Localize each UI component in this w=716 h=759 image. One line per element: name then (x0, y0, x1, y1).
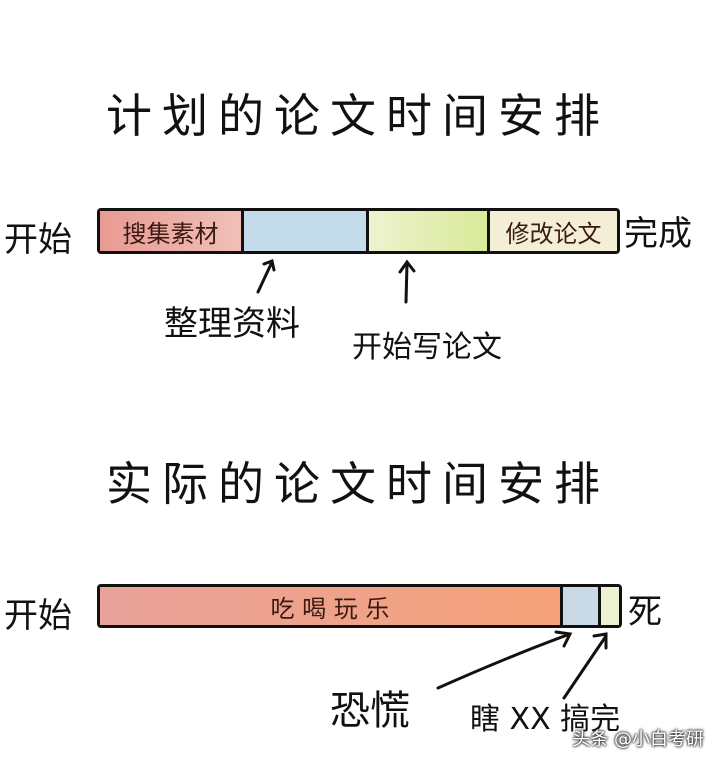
planned-annotation-write: 开始写论文 (352, 330, 502, 365)
planned-segment-write (366, 211, 487, 251)
planned-segment-revise: 修改论文 (487, 211, 617, 251)
planned-start-label: 开始 (4, 220, 72, 260)
actual-end-label: 死 (628, 592, 662, 632)
planned-end-label: 完成 (624, 214, 692, 254)
planned-title: 计划的论文时间安排 (106, 89, 610, 143)
planned-segment-organize (241, 211, 366, 251)
actual-segment-panic (560, 587, 598, 625)
arrow-icon (256, 258, 276, 294)
actual-segment-rush (598, 587, 619, 625)
planned-timeline-bar: 搜集素材 修改论文 (97, 208, 620, 254)
actual-title: 实际的论文时间安排 (106, 457, 610, 511)
arrow-icon (436, 630, 573, 690)
planned-segment-collect: 搜集素材 (100, 211, 241, 251)
actual-annotation-rush: 瞎 XX 搞完 (470, 702, 621, 737)
planned-annotation-organize: 整理资料 (164, 304, 300, 344)
actual-segment-fun: 吃 喝 玩 乐 (100, 587, 560, 625)
actual-start-label: 开始 (4, 596, 72, 636)
arrow-icon (398, 259, 416, 304)
arrow-icon (562, 632, 608, 700)
actual-timeline-bar: 吃 喝 玩 乐 (97, 584, 622, 628)
actual-annotation-panic: 恐慌 (330, 688, 410, 734)
watermark: 头条 @小白考研 (572, 729, 704, 750)
